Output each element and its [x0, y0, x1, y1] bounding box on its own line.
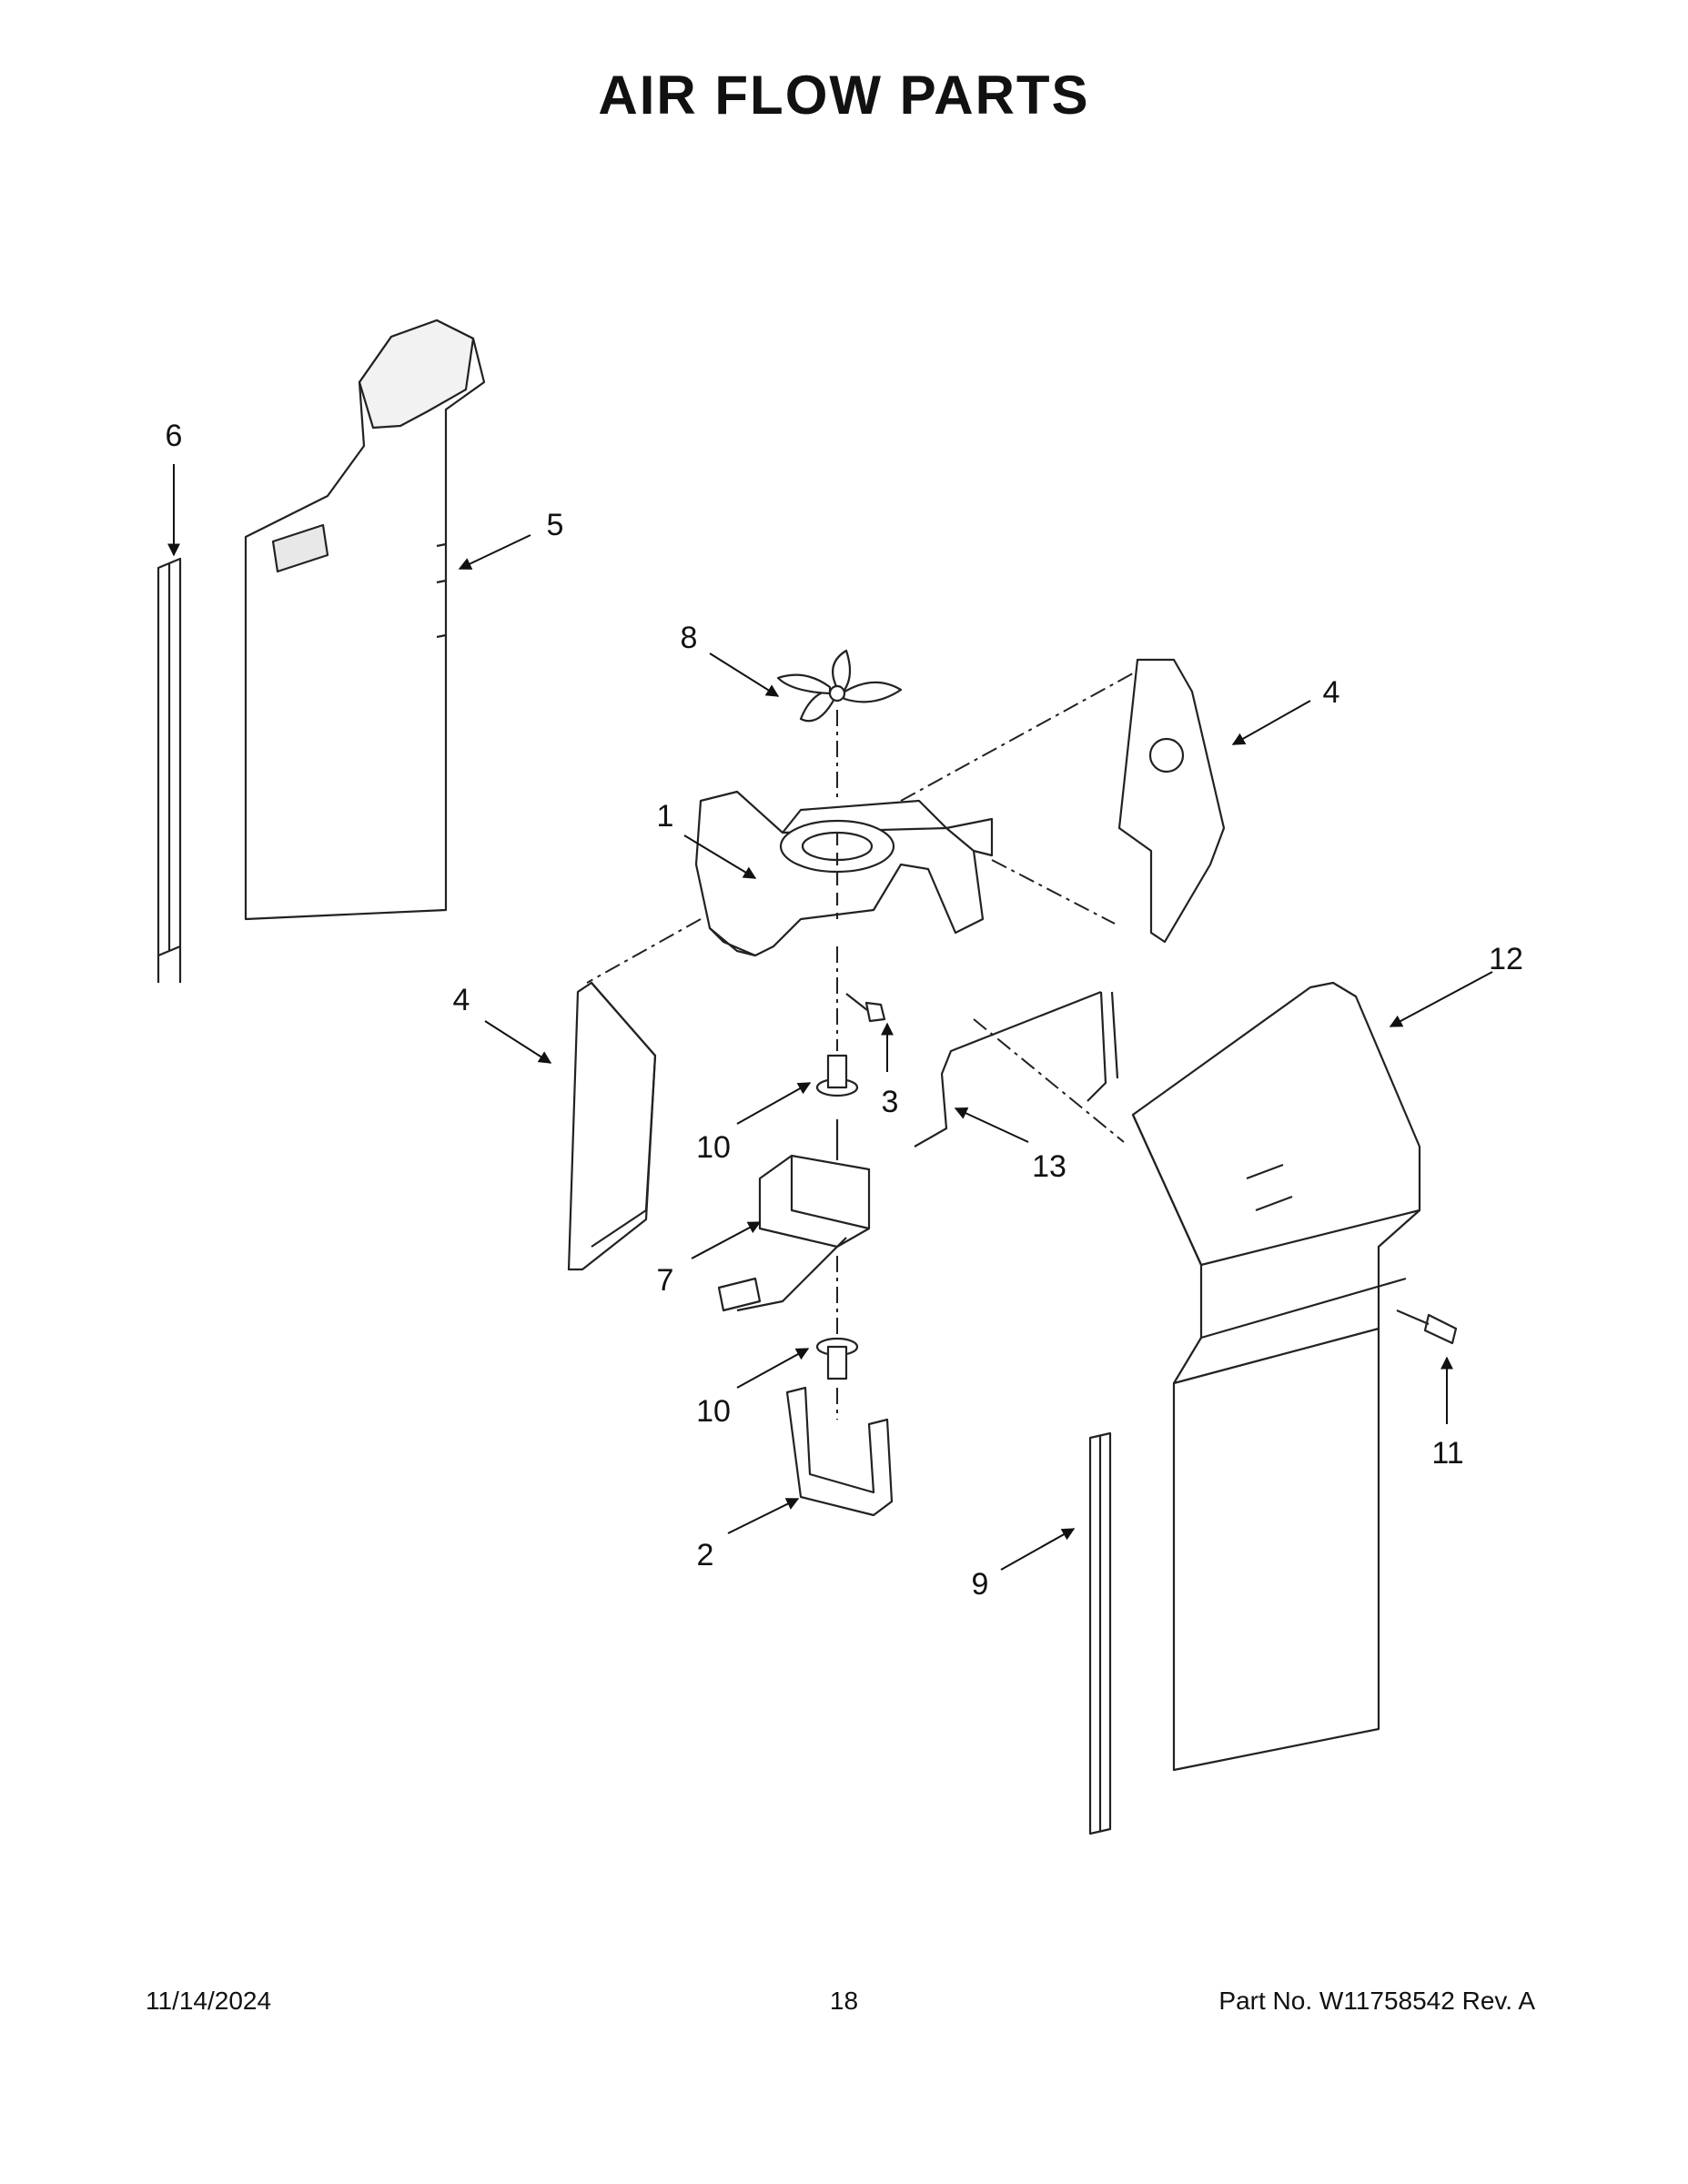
part-9-seal-strip: [1088, 1431, 1112, 1835]
footer-part-number: Part No. W11758542 Rev. A: [1218, 1987, 1535, 2015]
part-13-wire-bracket: [914, 990, 1119, 1148]
callout-7: 7: [657, 1263, 674, 1298]
callout-arrows: [167, 464, 1493, 1571]
part-7-fan-motor: [717, 1119, 871, 1312]
part-2-motor-bracket: [785, 1386, 894, 1517]
callout-10-upper: 10: [696, 1130, 731, 1165]
callout-2: 2: [697, 1538, 714, 1572]
part-8-fan-blade: [776, 649, 903, 723]
callout-4-left: 4: [453, 983, 470, 1017]
callout-5: 5: [547, 508, 564, 542]
alignment-lines: [586, 672, 1134, 1420]
callout-1: 1: [657, 799, 674, 834]
callout-9: 9: [972, 1567, 989, 1602]
part-10-grommet-lower: [815, 1337, 859, 1380]
part-3-screw: [845, 993, 886, 1023]
part-12-duct-cover: [1131, 981, 1421, 1772]
callout-13: 13: [1032, 1149, 1066, 1184]
callout-10-lower: 10: [696, 1394, 731, 1429]
callout-8: 8: [681, 621, 698, 655]
callout-6: 6: [166, 419, 183, 453]
part-11-screw: [1396, 1309, 1458, 1345]
callout-11: 11: [1431, 1436, 1463, 1471]
callout-3: 3: [882, 1085, 899, 1119]
part-1-fan-shroud: [694, 790, 994, 957]
part-4-baffle-right: [1117, 658, 1226, 944]
footer-date: 11/14/2024: [146, 1987, 272, 2015]
part-6-seal-strip: [157, 557, 182, 983]
page-title: AIR FLOW PARTS: [598, 65, 1090, 126]
footer-page-number: 18: [829, 1987, 859, 2015]
part-10-grommet-upper: [815, 1054, 859, 1097]
part-4-baffle-left: [567, 981, 657, 1271]
part-5-air-duct-panel: [244, 318, 486, 921]
callout-12: 12: [1489, 942, 1523, 976]
callout-4-right: 4: [1323, 675, 1340, 710]
